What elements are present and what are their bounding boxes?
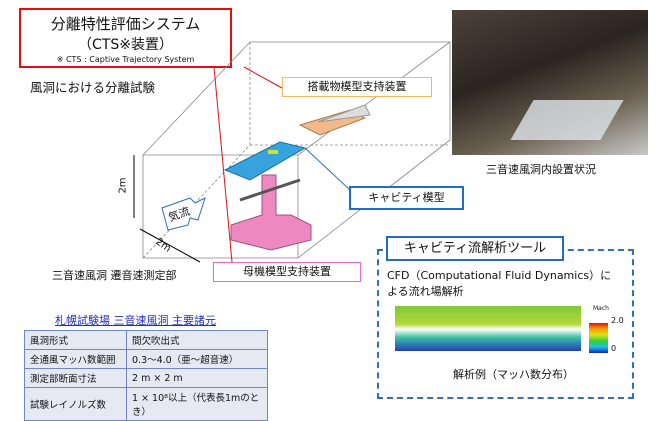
cfd-caption: 解析例（マッハ数分布） [453,368,574,381]
cavity-model-shape [223,141,307,181]
cell: 0.3～4.0（亜～超音速） [126,349,268,369]
legend-max: 2.0 [611,316,624,325]
cavity-model-label: キャビティ模型 [349,186,464,210]
parent-support-shape [230,174,312,251]
cts-subtitle: （CTS※装置） [78,37,173,53]
mach-colorbar [589,323,608,353]
height-dimension: 2m [117,177,129,194]
cell: 測定部断面寸法 [24,368,127,388]
cts-title: 分離特性評価システム [50,15,201,33]
airflow-arrow [161,197,206,231]
cell: 2 m × 2 m [126,368,268,388]
cfd-desc-line2: よる流れ場解析 [387,285,464,298]
section-label: 風洞における分離試験 [30,80,156,95]
cts-title-box: 分離特性評価システム （CTS※装置） ※ CTS : Captive Traj… [19,8,232,68]
cfd-title: キャビティ流解析ツール [386,236,564,261]
installation-photo [452,10,648,155]
legend-min: 0 [611,344,617,353]
cell: 風洞形式 [24,330,127,350]
table-row: 風洞形式間欠吹出式 [24,330,268,350]
cts-note: ※ CTS : Captive Trajectory System [56,55,195,64]
wind-tunnel-diagram [133,41,451,263]
cell: 1 × 10⁸以上（代表長1mのとき） [126,387,268,421]
photo-caption: 三音速風洞内設置状況 [486,163,596,176]
parent-support-label: 母機模型支持装置 [213,262,361,282]
cell: 試験レイノルズ数 [24,387,127,421]
specs-title: 札幌試験場 三音速風洞 主要諸元 [55,314,216,327]
mach-contour-plot [395,306,581,351]
store-support-label: 搭載物模型支持装置 [282,77,432,97]
legend-title: Mach [593,305,609,312]
cell: 間欠吹出式 [126,330,268,350]
diagram-caption: 三音速風洞 遷音速測定部 [52,269,177,282]
cfd-desc-line1: CFD（Computational Fluid Dynamics）に [387,269,612,282]
cell: 全通風マッハ数範囲 [24,349,127,369]
